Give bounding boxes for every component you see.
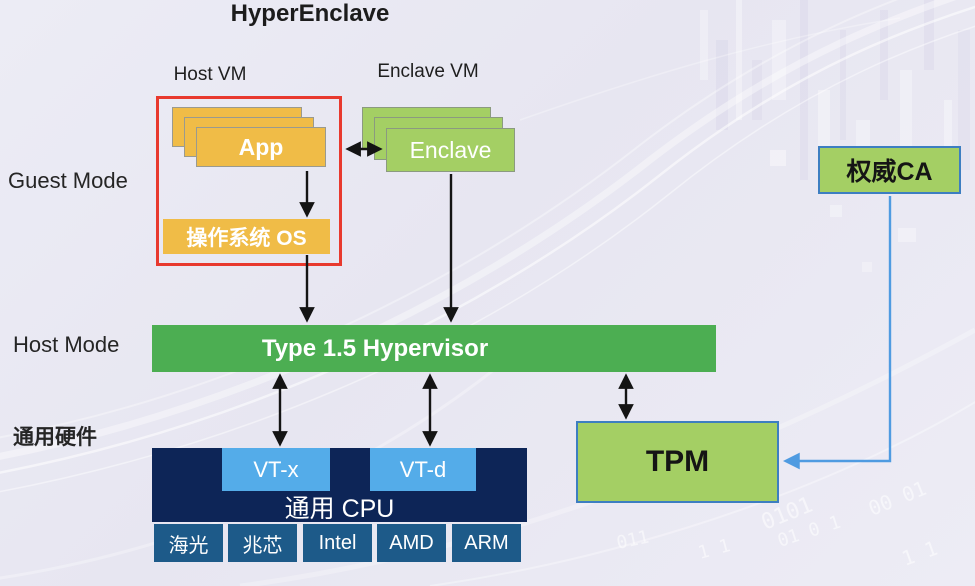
vt-x-box: VT-x [222, 448, 330, 491]
hypervisor-bar: Type 1.5 Hypervisor [152, 325, 716, 372]
svg-text:011: 011 [615, 527, 651, 554]
svg-text:00 01: 00 01 [865, 476, 930, 521]
os-box: 操作系统 OS [163, 219, 330, 254]
svg-text:01 0 1: 01 0 1 [775, 512, 843, 552]
vt-d-box: VT-d [370, 448, 476, 491]
vendor-chip-hygon: 海光 [154, 524, 223, 562]
hardware-row-label: 通用硬件 [13, 426, 97, 449]
vendor-chip-arm: ARM [452, 524, 521, 562]
arrow-ca-to-tpm [782, 196, 892, 470]
guest-mode-row-label: Guest Mode [8, 168, 128, 193]
authoritative-ca-box: 权威CA [818, 146, 961, 194]
hypervisor-label: Type 1.5 Hypervisor [261, 334, 489, 362]
svg-text:1 1: 1 1 [696, 535, 733, 564]
vendor-chip-amd: AMD [377, 524, 446, 562]
vendor-chip-zhaoxin: 兆芯 [228, 524, 297, 562]
vendor-chip-intel: Intel [303, 524, 372, 562]
tpm-box: TPM [576, 421, 779, 503]
cpu-label: 通用 CPU [284, 495, 395, 523]
diagram-title: HyperEnclave [230, 0, 390, 27]
app-box: App [196, 127, 326, 167]
circuit-bars-pattern [700, 0, 970, 272]
enclave-box: Enclave [386, 128, 515, 172]
svg-text:1 1: 1 1 [899, 536, 941, 571]
host-vm-label: Host VM [173, 64, 247, 85]
host-mode-row-label: Host Mode [13, 332, 120, 357]
enclave-vm-label: Enclave VM [377, 61, 479, 82]
